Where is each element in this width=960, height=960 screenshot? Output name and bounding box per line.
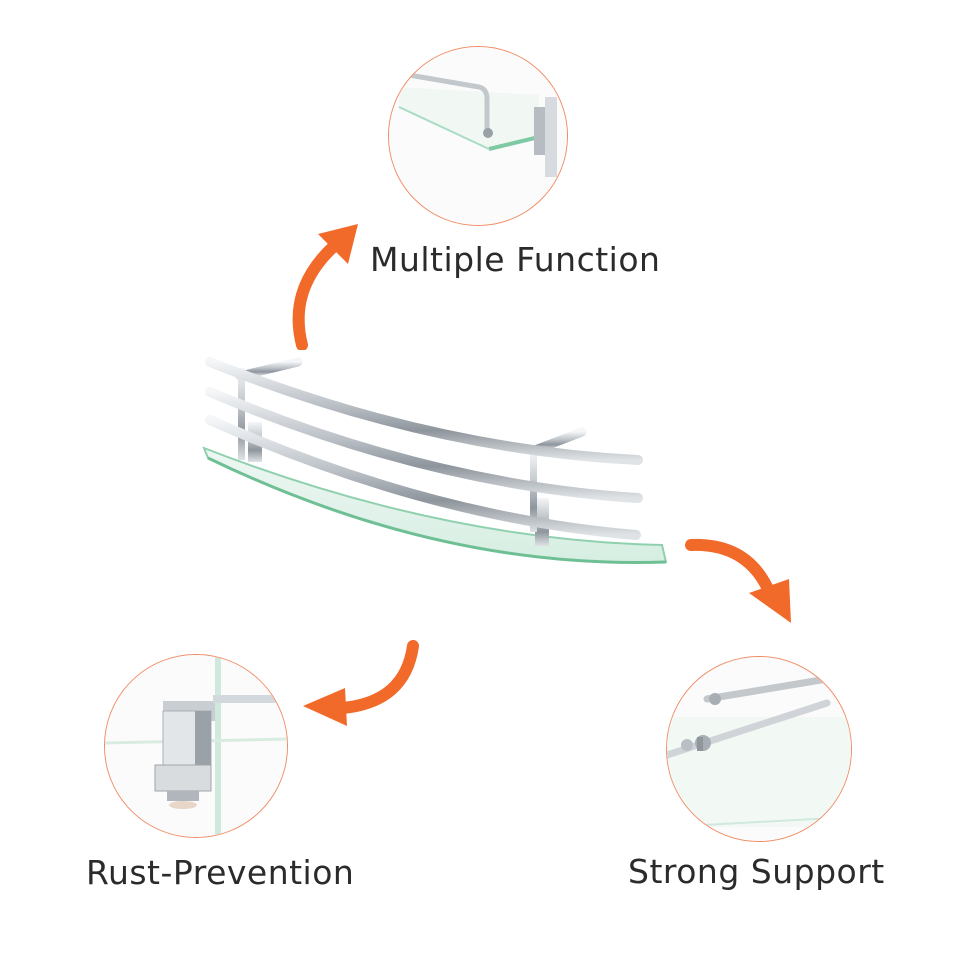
rust-prevention-image [104,654,288,838]
arrow-down-right-icon [685,535,800,630]
feature-label-multiple-function: Multiple Function [370,240,661,279]
feature-label-strong-support: Strong Support [628,852,885,891]
strong-support-image [666,656,852,842]
main-shelf-image [190,340,680,590]
feature-label-rust-prevention: Rust-Prevention [86,853,355,892]
arrow-up-right-icon [280,220,370,350]
arrow-left-icon [295,640,425,730]
multiple-function-image [388,46,568,226]
